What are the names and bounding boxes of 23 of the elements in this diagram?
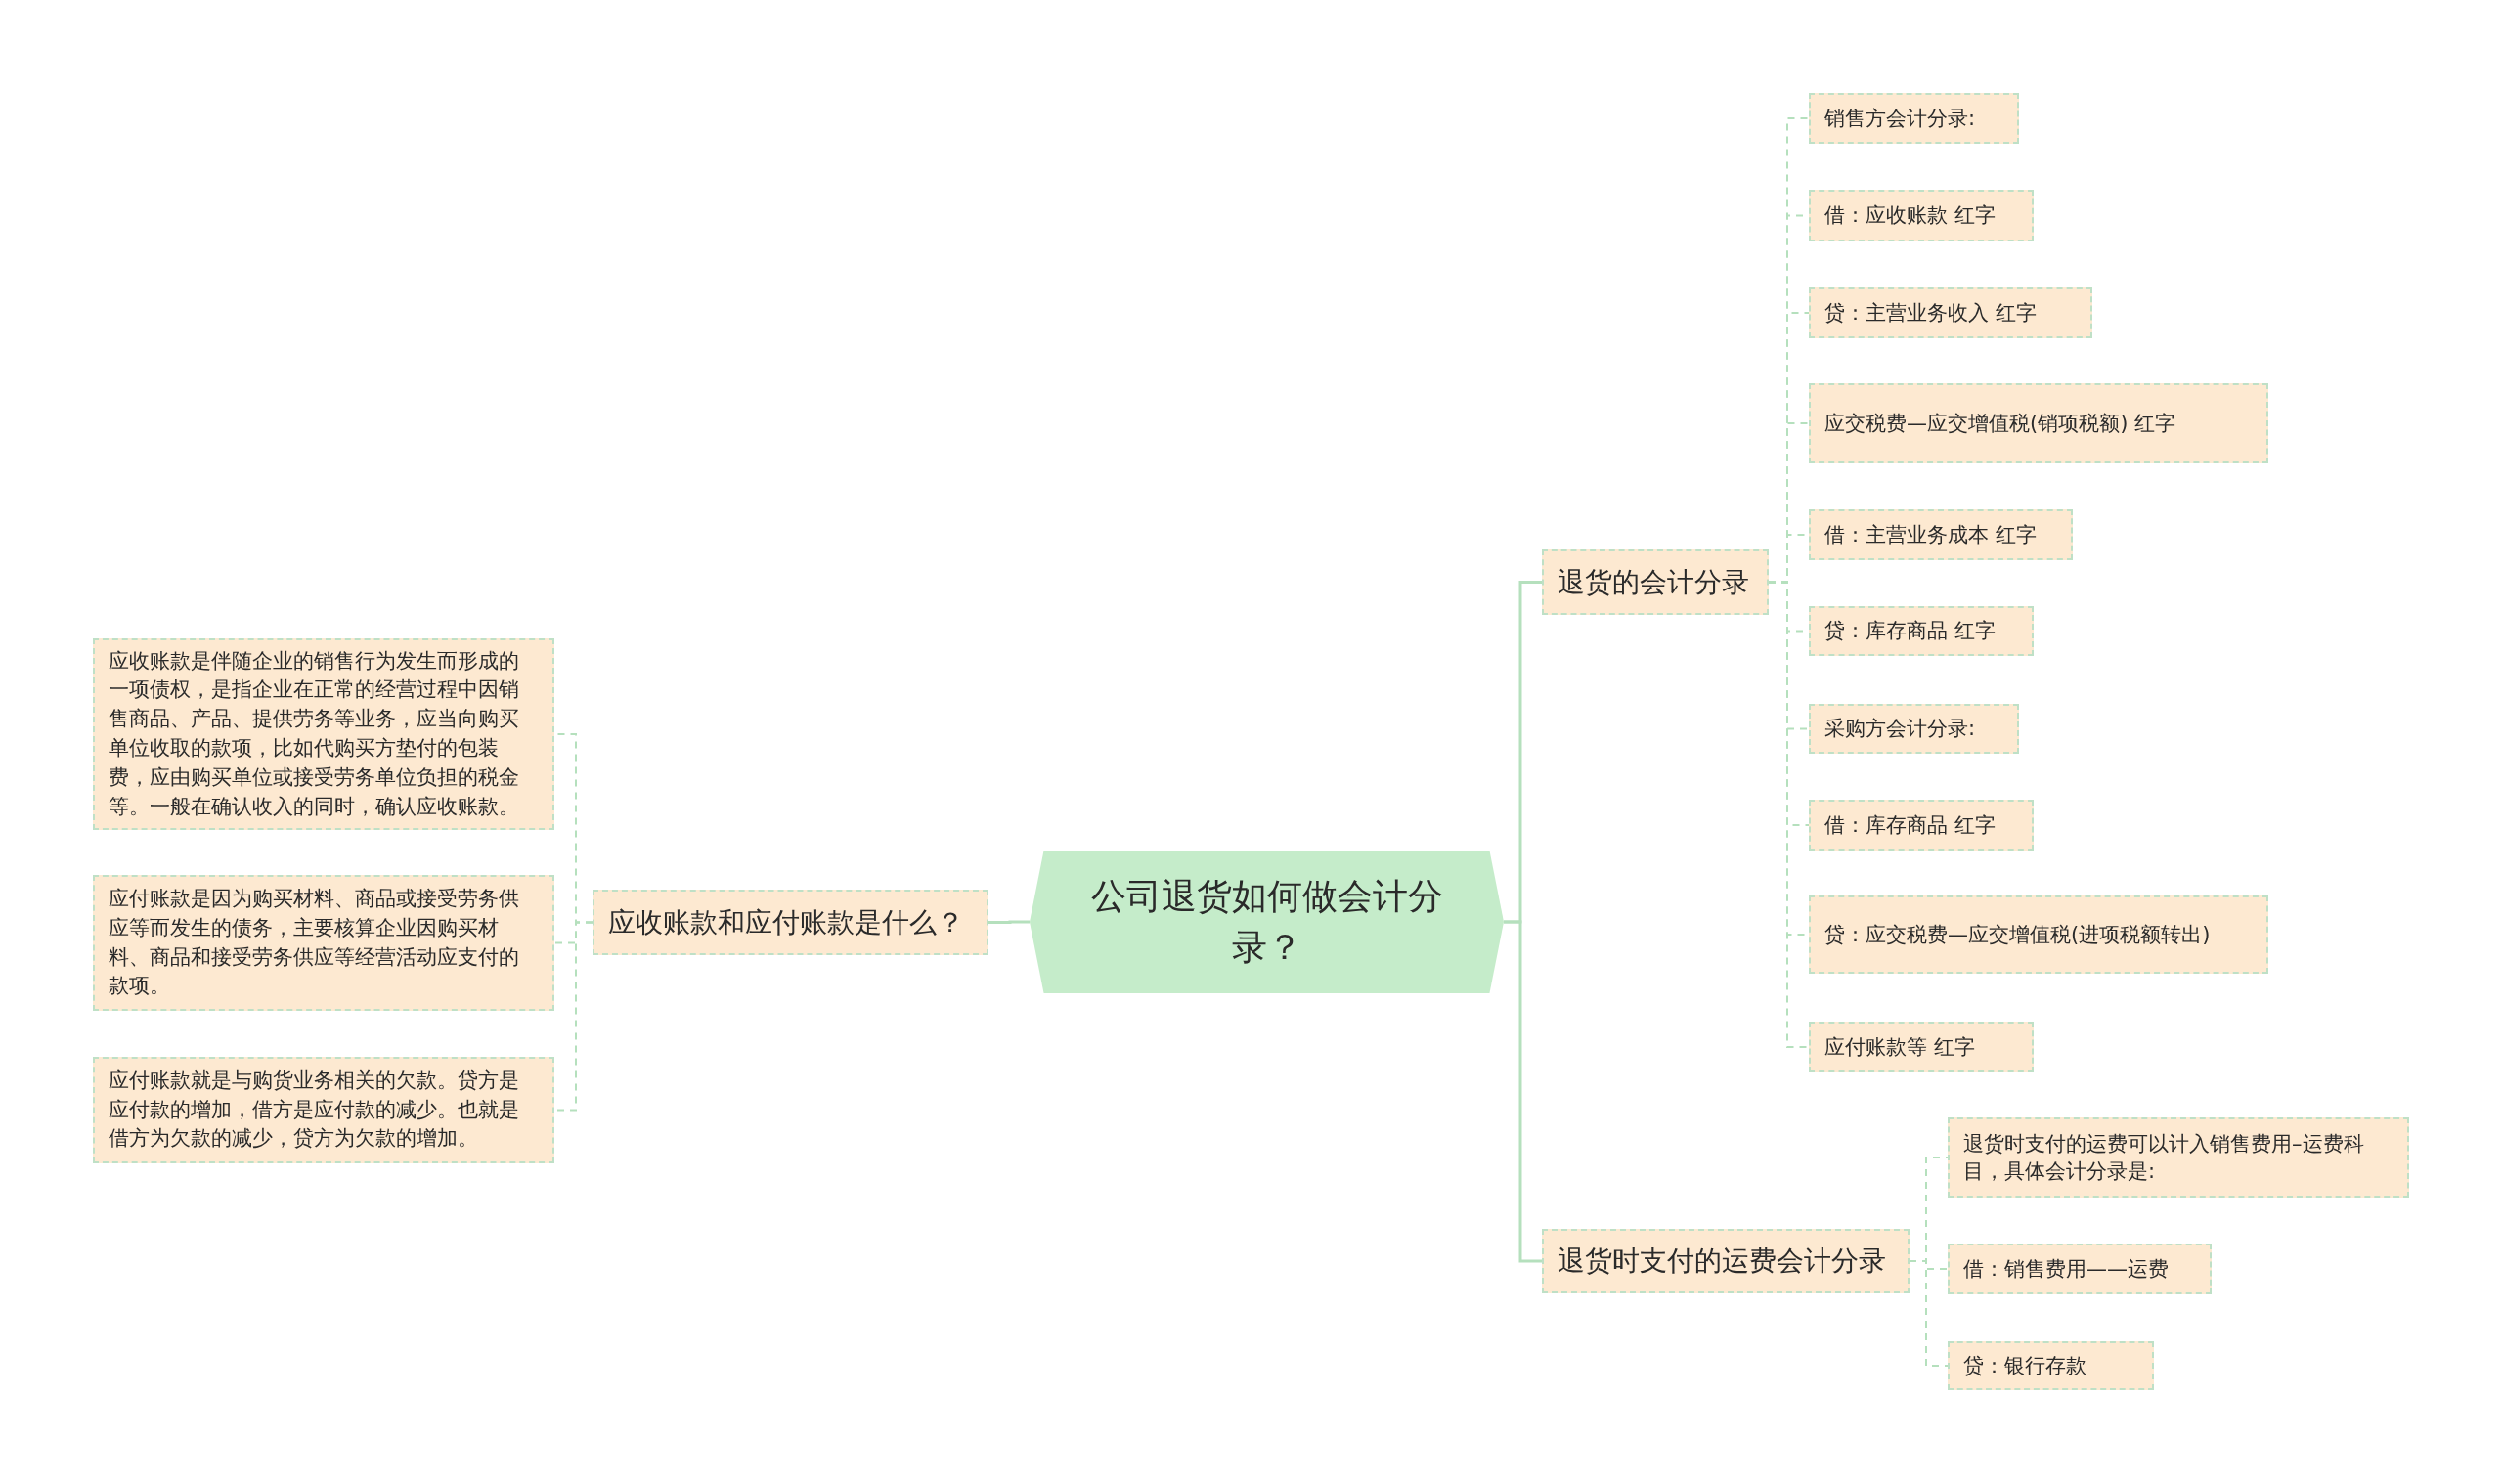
subtopic: 借：销售费用——运费 bbox=[1948, 1244, 2212, 1294]
subtopic: 采购方会计分录: bbox=[1809, 704, 2019, 754]
subtopic: 借：库存商品 红字 bbox=[1809, 800, 2034, 851]
subtopic: 贷：库存商品 红字 bbox=[1809, 606, 2034, 656]
subtopic: 应交税费—应交增值税(销项税额) 红字 bbox=[1809, 383, 2268, 463]
connector-line bbox=[1909, 1260, 1949, 1367]
central-topic: 公司退货如何做会计分录？ bbox=[1030, 851, 1504, 993]
subtopic: 应付账款等 红字 bbox=[1809, 1022, 2034, 1072]
subtopic: 销售方会计分录: bbox=[1809, 93, 2019, 144]
subtopic: 贷：银行存款 bbox=[1948, 1341, 2154, 1390]
subtopic: 贷：主营业务收入 红字 bbox=[1809, 287, 2092, 338]
branch-topic: 退货的会计分录 bbox=[1542, 549, 1769, 615]
subtopic: 应付账款就是与购货业务相关的欠款。贷方是应付款的增加，借方是应付款的减少。也就是借方为欠款的减少，贷方为欠款的增加。 bbox=[93, 1057, 554, 1163]
subtopic: 借：应收账款 红字 bbox=[1809, 190, 2034, 241]
connector-line bbox=[1504, 920, 1542, 1263]
subtopic: 借：主营业务成本 红字 bbox=[1809, 509, 2073, 560]
branch-topic: 应收账款和应付账款是什么？ bbox=[593, 890, 988, 955]
subtopic: 应付账款是因为购买材料、商品或接受劳务供应等而发生的债务，主要核算企业因购买材料、商品和接受劳务供应等经营活动应支付的款项。 bbox=[93, 875, 554, 1011]
subtopic: 退货时支付的运费可以计入销售费用–运费科目，具体会计分录是: bbox=[1948, 1117, 2409, 1198]
subtopic: 贷：应交税费—应交增值税(进项税额转出) bbox=[1809, 895, 2268, 974]
connector-line bbox=[988, 920, 1030, 924]
branch-topic: 退货时支付的运费会计分录 bbox=[1542, 1229, 1910, 1293]
subtopic: 应收账款是伴随企业的销售行为发生而形成的一项债权，是指企业在正常的经营过程中因销售商品、产品、提供劳务等业务，应当向购买单位收取的款项，比如代购买方垫付的包装费，应由购买单位或接受劳务单位负担的税金等。一般在确认收入的同时，确认应收账款。 bbox=[93, 638, 554, 830]
